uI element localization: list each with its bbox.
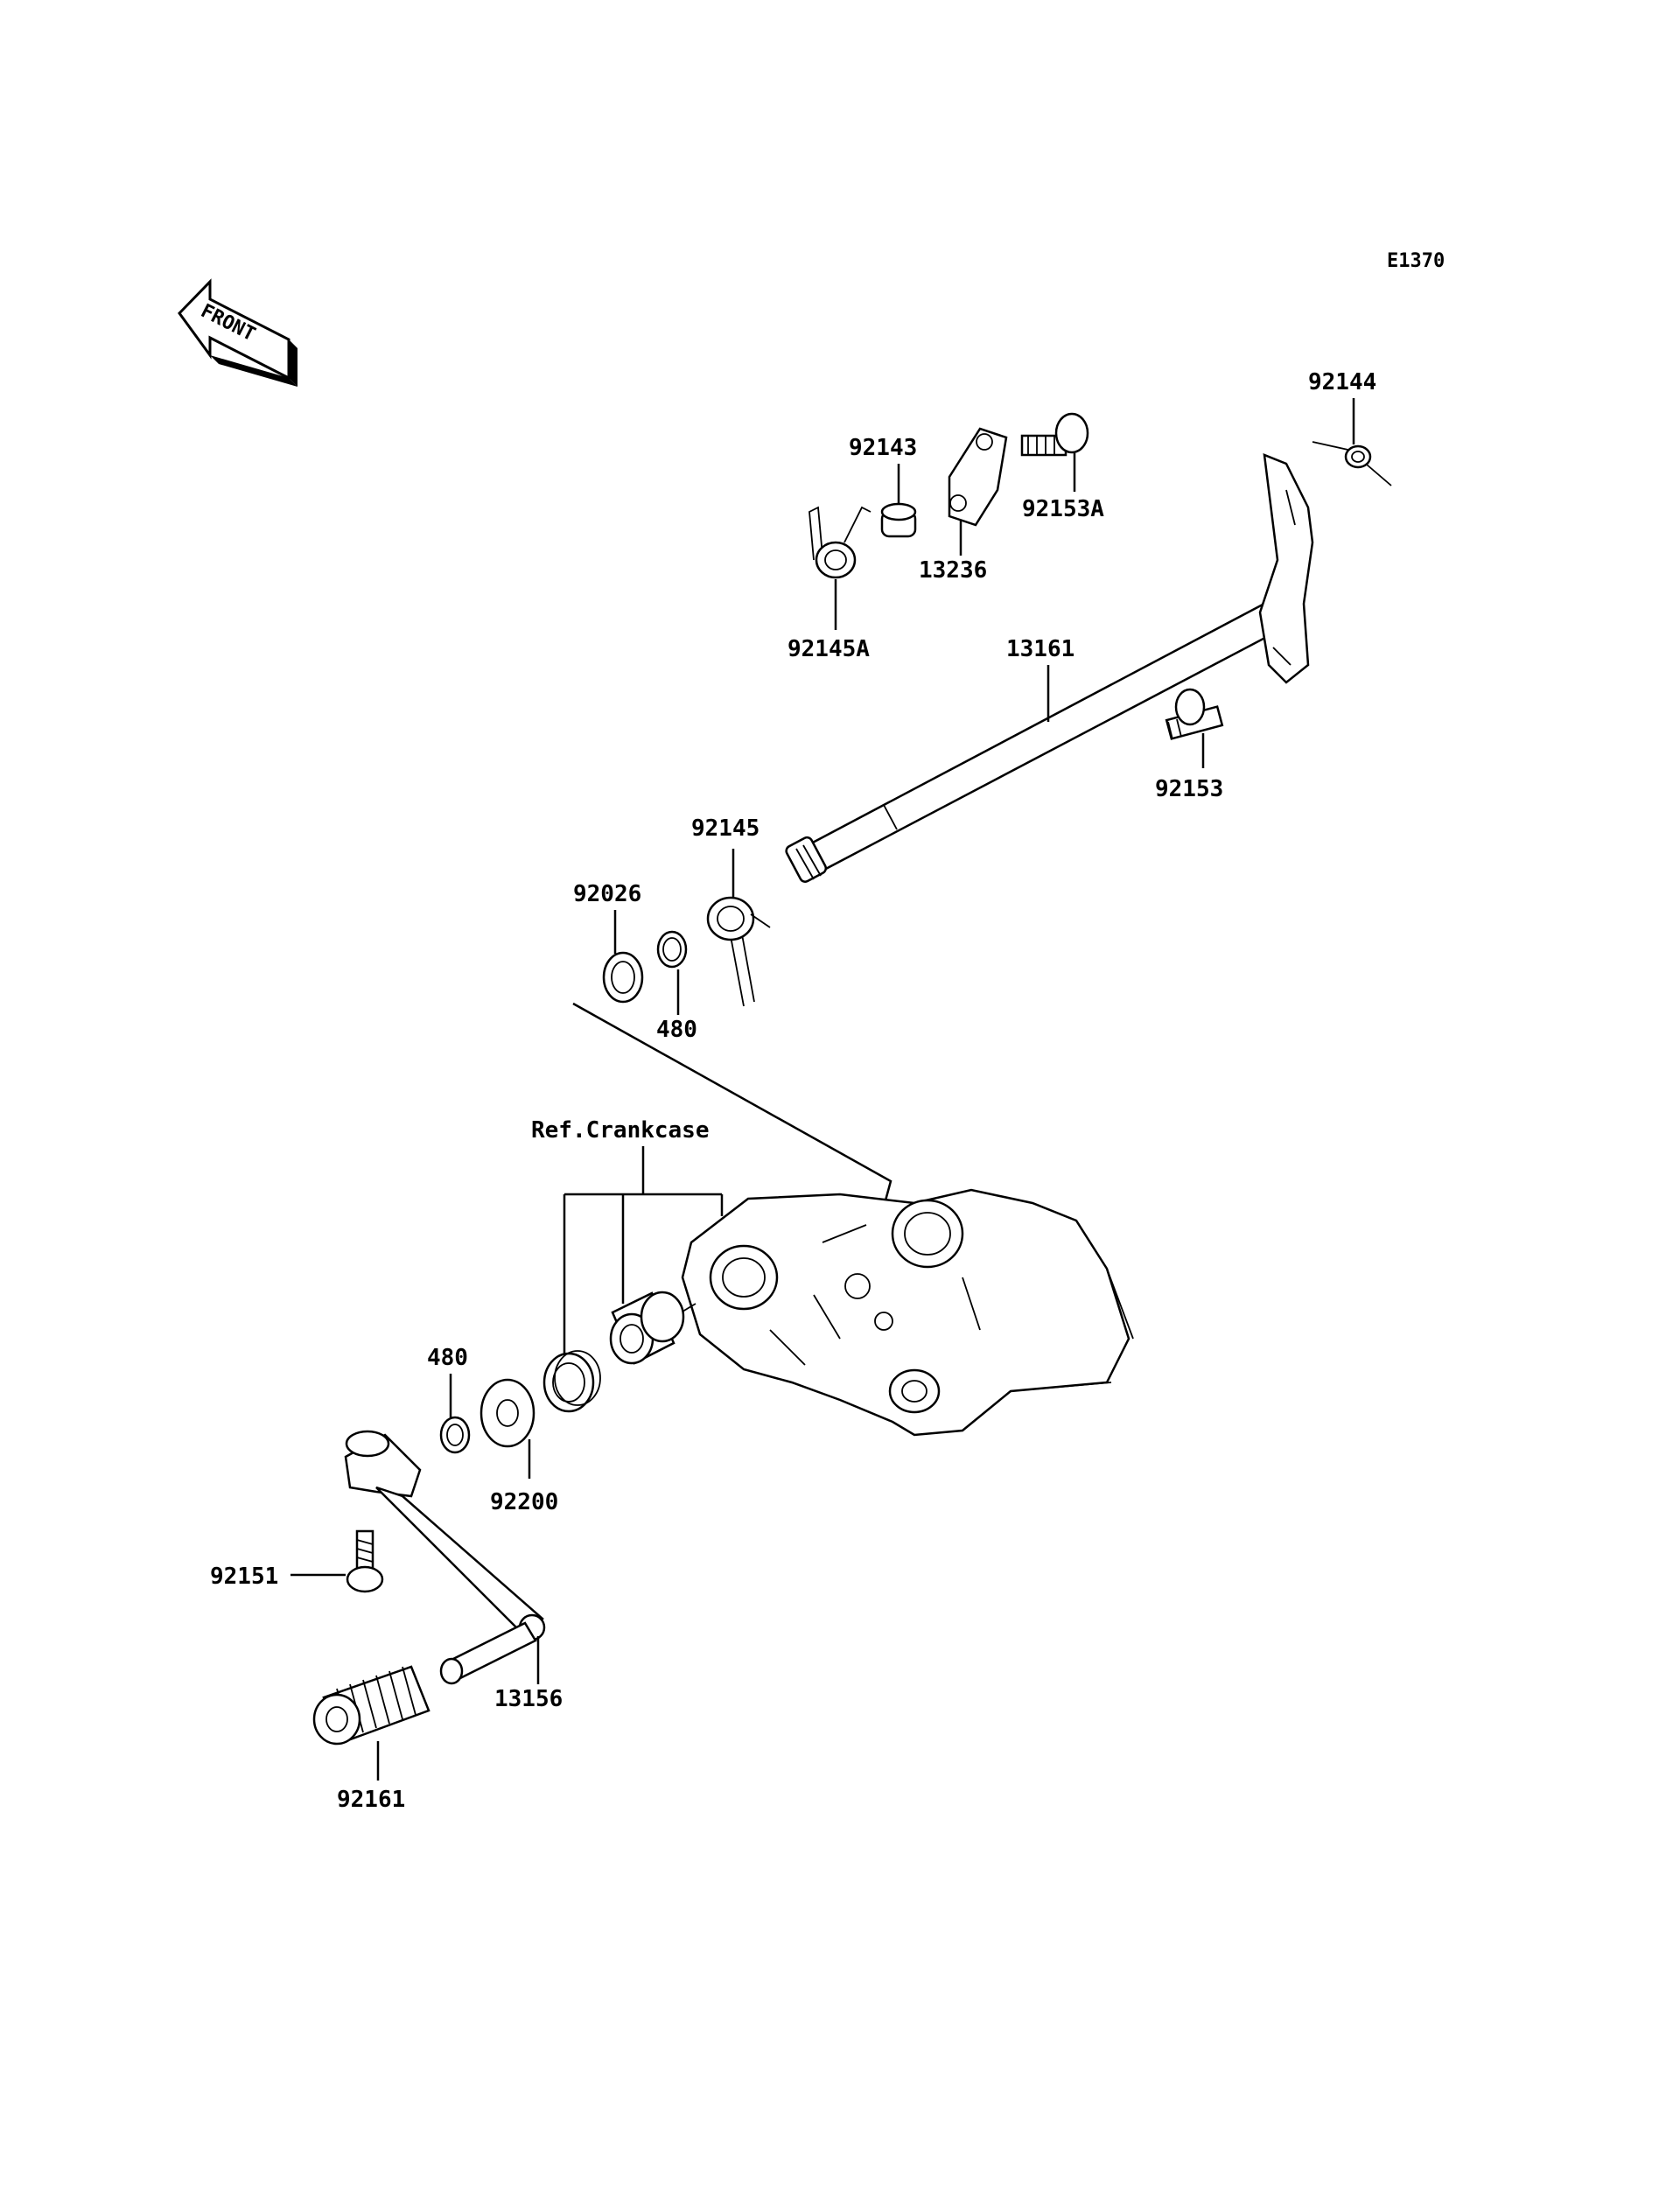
part-label-13156: 13156 (494, 1686, 563, 1712)
spring-92145 (706, 896, 771, 1007)
circlip-480-lower (439, 1416, 471, 1454)
oil-seal (542, 1350, 601, 1413)
pedal-rubber-92161 (312, 1665, 430, 1746)
part-label-92145: 92145 (691, 815, 760, 842)
part-label-480-top: 480 (656, 1017, 697, 1043)
bolt-92153A (1020, 412, 1089, 457)
front-arrow-icon: FRONT (178, 278, 298, 387)
diagram-code: E1370 (1387, 250, 1445, 272)
collar-92143 (880, 502, 917, 538)
part-label-92200: 92200 (490, 1489, 558, 1515)
crankcase (673, 1188, 1134, 1437)
shaft-leader-line (572, 1002, 892, 1201)
part-label-92143: 92143 (849, 435, 917, 461)
part-label-92144: 92144 (1308, 369, 1376, 395)
part-label-92151: 92151 (210, 1564, 278, 1590)
spring-92145A (808, 506, 872, 579)
part-label-92145A: 92145A (788, 636, 870, 662)
part-label-92026: 92026 (573, 881, 641, 907)
ref-crankcase-label: Ref.Crankcase (531, 1117, 710, 1144)
spring-92144 (1312, 441, 1392, 486)
part-label-13161: 13161 (1006, 636, 1074, 662)
part-label-92153A: 92153A (1022, 496, 1104, 522)
part-label-480-lower: 480 (427, 1345, 468, 1371)
bolt-92153 (1165, 688, 1224, 740)
part-label-92153: 92153 (1155, 776, 1223, 802)
needle-bearing (609, 1291, 685, 1365)
washer-92026 (602, 951, 644, 1004)
circlip-480-top (656, 930, 688, 969)
shift-shaft-13161 (785, 453, 1314, 883)
part-label-92161: 92161 (337, 1787, 405, 1813)
part-label-13236: 13236 (919, 557, 987, 584)
ref-crankcase-bracket (563, 1146, 724, 1356)
washer-92200 (480, 1378, 536, 1448)
plate-13236 (948, 427, 1008, 527)
bolt-92151 (346, 1529, 384, 1593)
shift-pedal-13156 (344, 1430, 546, 1685)
